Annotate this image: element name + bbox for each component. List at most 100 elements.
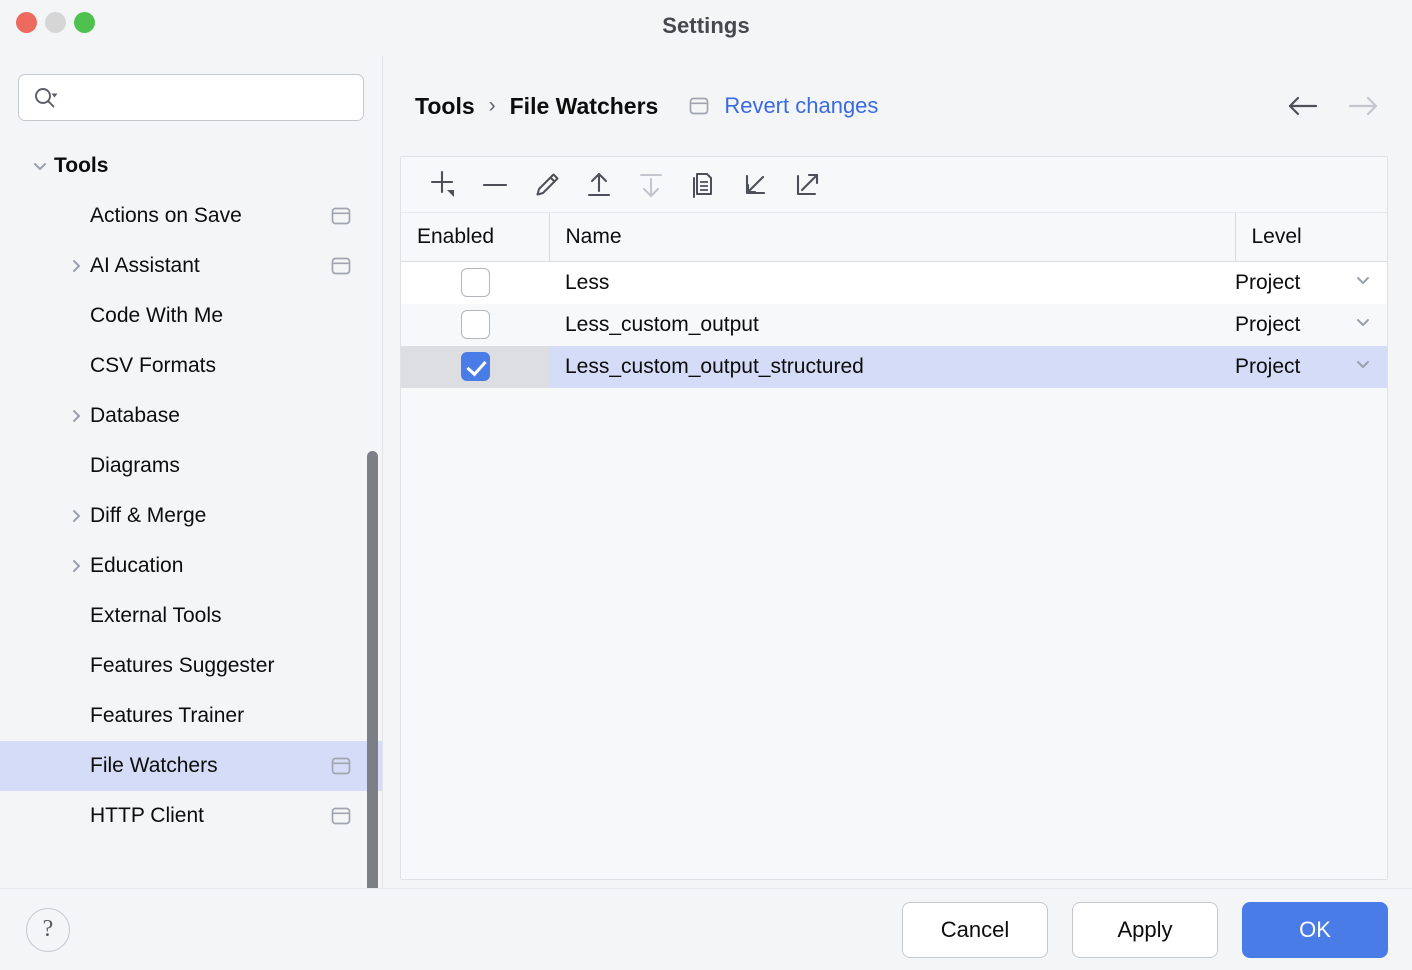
breadcrumb-separator: › (488, 94, 496, 117)
tree-indent-spacer (62, 291, 90, 341)
chevron-down-icon[interactable] (1353, 312, 1373, 338)
sidebar-item-label: Actions on Save (90, 204, 242, 227)
tree-indent-spacer (62, 691, 90, 741)
enabled-cell[interactable] (401, 345, 549, 388)
level-dropdown: Project (1235, 312, 1387, 338)
project-scope-icon (330, 206, 352, 226)
help-button[interactable]: ? (26, 907, 70, 952)
tree-indent-spacer (62, 441, 90, 491)
sidebar-item-education[interactable]: Education (0, 541, 382, 591)
level-value: Project (1235, 270, 1301, 294)
sidebar-item-features-trainer[interactable]: Features Trainer (0, 691, 382, 741)
chevron-right-icon[interactable] (62, 541, 90, 591)
level-cell[interactable]: Project (1235, 261, 1387, 304)
sidebar-item-http-client[interactable]: HTTP Client (0, 791, 382, 841)
sidebar-item-tools[interactable]: Tools (0, 141, 382, 191)
sidebar-item-label: Features Suggester (90, 654, 275, 677)
checkbox-unchecked[interactable] (460, 268, 490, 297)
level-cell[interactable]: Project (1235, 345, 1387, 388)
sidebar-item-features-suggester[interactable]: Features Suggester (0, 641, 382, 691)
sidebar-item-label: Tools (54, 154, 109, 177)
level-dropdown: Project (1235, 354, 1387, 380)
project-scope-icon (330, 756, 352, 776)
watcher-name-cell[interactable]: Less_custom_output_structured (549, 345, 1235, 388)
title-bar: Settings (0, 0, 1412, 56)
level-cell[interactable]: Project (1235, 303, 1387, 346)
close-window-button[interactable] (16, 12, 37, 33)
checkbox-unchecked[interactable] (460, 310, 490, 339)
chevron-down-icon[interactable] (1353, 270, 1373, 296)
sidebar-item-database[interactable]: Database (0, 391, 382, 441)
revert-changes-link[interactable]: Revert changes (724, 93, 879, 118)
sidebar-item-actions-on-save[interactable]: Actions on Save (0, 191, 382, 241)
page-title: Settings (662, 13, 750, 38)
footer-buttons: Cancel Apply OK (902, 901, 1388, 958)
sidebar-item-label: HTTP Client (90, 804, 204, 827)
sidebar-item-file-watchers[interactable]: File Watchers (0, 741, 382, 791)
chevron-right-icon[interactable] (62, 241, 90, 291)
chevron-right-icon[interactable] (62, 491, 90, 541)
remove-watcher-button[interactable] (469, 163, 521, 207)
sidebar-item-external-tools[interactable]: External Tools (0, 591, 382, 641)
breadcrumb-current: File Watchers (509, 92, 659, 119)
sidebar-item-label: File Watchers (90, 754, 218, 777)
chevron-down-icon[interactable] (26, 141, 54, 191)
duplicate-watcher-button[interactable] (677, 163, 729, 207)
apply-button[interactable]: Apply (1072, 901, 1218, 958)
minimize-window-button[interactable] (45, 12, 66, 33)
project-scope-icon (330, 256, 352, 276)
edit-watcher-button[interactable] (521, 163, 573, 207)
sidebar-item-label: Diagrams (90, 454, 180, 477)
ok-button[interactable]: OK (1242, 901, 1388, 958)
search-box[interactable] (18, 74, 364, 121)
sidebar-item-ai-assistant[interactable]: AI Assistant (0, 241, 382, 291)
sidebar-item-label: Features Trainer (90, 704, 245, 727)
import-button[interactable] (729, 163, 781, 207)
watcher-name-cell[interactable]: Less (549, 261, 1235, 304)
search-input[interactable] (62, 75, 363, 120)
sidebar-item-code-with-me[interactable]: Code With Me (0, 291, 382, 341)
enabled-cell[interactable] (401, 303, 549, 346)
export-button[interactable] (781, 163, 833, 207)
project-scope-icon (688, 96, 710, 116)
sidebar-item-label: CSV Formats (90, 354, 217, 377)
sidebar-item-csv-formats[interactable]: CSV Formats (0, 341, 382, 391)
project-scope-icon (330, 806, 352, 826)
sidebar-item-diagrams[interactable]: Diagrams (0, 441, 382, 491)
checkbox-checked[interactable] (460, 352, 490, 381)
column-header-name[interactable]: Name (548, 213, 1235, 262)
enabled-cell[interactable] (401, 261, 549, 304)
sidebar-item-diff-merge[interactable]: Diff & Merge (0, 491, 382, 541)
watcher-name-cell[interactable]: Less_custom_output (549, 303, 1235, 346)
move-down-button (625, 163, 677, 207)
column-header-enabled[interactable]: Enabled (401, 213, 549, 262)
sidebar-scrollbar-thumb[interactable] (367, 451, 378, 888)
column-header-level[interactable]: Level (1234, 213, 1387, 262)
watchers-toolbar (401, 157, 1387, 213)
tree-indent-spacer (62, 341, 90, 391)
sidebar-item-label: Diff & Merge (90, 504, 207, 527)
chevron-down-icon[interactable] (1353, 354, 1373, 380)
add-watcher-button[interactable] (417, 163, 469, 207)
sidebar-item-label: Code With Me (90, 304, 224, 327)
move-up-button[interactable] (573, 163, 625, 207)
sidebar-item-label: Database (90, 404, 180, 427)
sidebar-scrollbar[interactable] (367, 451, 378, 888)
breadcrumb-parent[interactable]: Tools (415, 92, 475, 119)
sidebar-item-label: External Tools (90, 604, 222, 627)
settings-main-panel: Tools › File Watchers Revert changes (383, 56, 1412, 888)
zoom-window-button[interactable] (74, 12, 95, 33)
cancel-button[interactable]: Cancel (902, 901, 1048, 958)
arrow-left-icon[interactable] (1284, 93, 1322, 119)
chevron-right-icon[interactable] (62, 391, 90, 441)
window-controls (16, 12, 95, 33)
